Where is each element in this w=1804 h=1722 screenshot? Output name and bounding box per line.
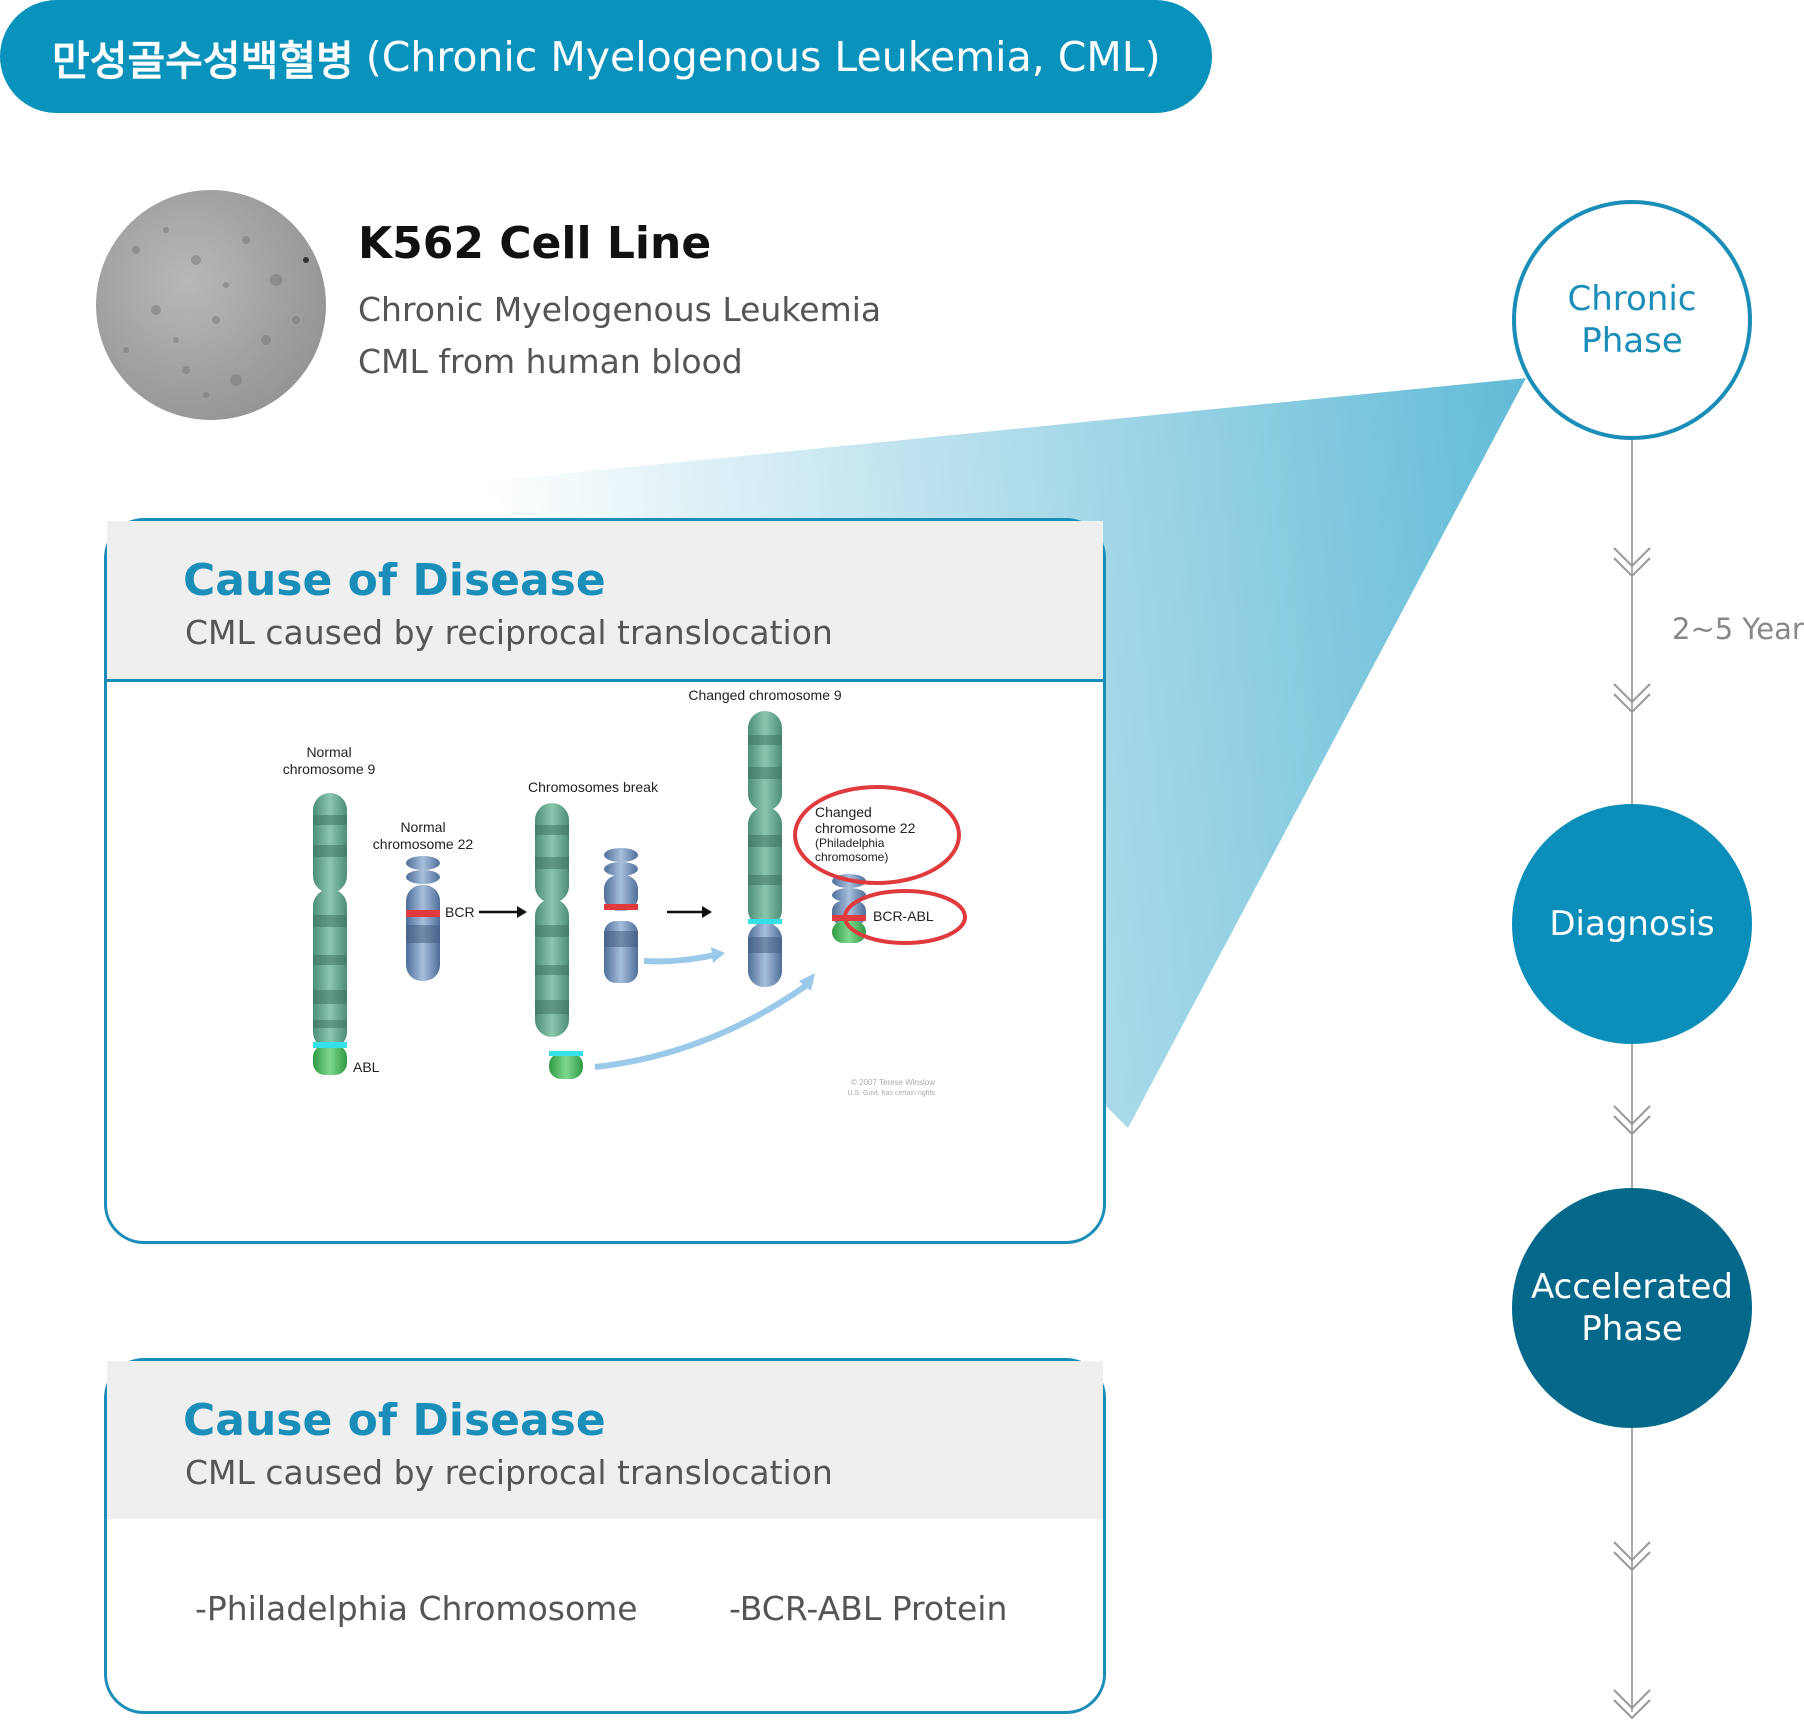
phase-accelerated-circle: Accelerated Phase — [1512, 1188, 1752, 1428]
chevron-down-icons — [1613, 547, 1651, 1720]
header-title-english: (Chronic Myelogenous Leukemia, CML) — [365, 32, 1161, 81]
phase-accelerated-line2: Phase — [1581, 1309, 1683, 1349]
broken-chromosome-9 — [535, 803, 583, 1079]
duration-label: 2~5 Year — [1672, 612, 1804, 646]
card-subtitle: CML caused by reciprocal translocation — [185, 1453, 833, 1492]
phase-accelerated-line1: Accelerated — [1531, 1267, 1733, 1307]
cause-card-diagram: Cause of Disease CML caused by reciproca… — [104, 518, 1106, 1244]
normal-chromosome-9 — [313, 793, 347, 1075]
label-normal-22-line2: chromosome 22 — [373, 836, 474, 852]
normal-chromosome-22 — [406, 856, 440, 981]
card-title: Cause of Disease — [183, 1395, 606, 1446]
label-changed-9: Changed chromosome 9 — [688, 687, 842, 703]
phase-chronic-line1: Chronic — [1567, 279, 1697, 319]
label-normal-22-line1: Normal — [400, 819, 445, 835]
card-header: Cause of Disease CML caused by reciproca… — [107, 1361, 1103, 1519]
changed-chromosome-9 — [748, 711, 782, 987]
broken-chromosome-22 — [604, 848, 638, 983]
header-title-korean: 만성골수성백혈병 — [52, 36, 354, 85]
label-changed-22-line1: Changed — [815, 804, 872, 820]
cell-line-title: K562 Cell Line — [358, 218, 712, 269]
label-abl: ABL — [353, 1059, 380, 1075]
label-bcr-abl: BCR-ABL — [873, 908, 934, 924]
cell-micrograph-image — [96, 190, 326, 420]
label-changed-22-line3: (Philadelphia — [815, 836, 885, 850]
cell-line-description: Chronic Myelogenous Leukemia — [358, 290, 882, 329]
phase-chronic-line2: Phase — [1581, 321, 1683, 361]
highlight-circle-bcr-abl — [843, 889, 967, 945]
card-subtitle: CML caused by reciprocal translocation — [185, 613, 833, 652]
credit-line2: U.S. Govt. has certain rights — [847, 1090, 935, 1097]
card-header: Cause of Disease CML caused by reciproca… — [107, 521, 1103, 682]
label-changed-22-line2: chromosome 22 — [815, 820, 916, 836]
card-title: Cause of Disease — [183, 555, 606, 606]
cause-card-summary: Cause of Disease CML caused by reciproca… — [104, 1358, 1106, 1714]
phase-chronic-circle: Chronic Phase — [1512, 200, 1752, 440]
cell-line-source: CML from human blood — [358, 342, 743, 381]
phase-diagnosis-circle: Diagnosis — [1512, 804, 1752, 1044]
label-chromosomes-break: Chromosomes break — [528, 779, 659, 795]
bullet-bcr-abl: -BCR-ABL Protein — [729, 1589, 1008, 1628]
credit-line1: © 2007 Terese Winslow — [851, 1078, 935, 1087]
label-bcr: BCR — [445, 904, 475, 920]
label-normal-9-line2: chromosome 9 — [283, 761, 376, 777]
label-changed-22-line4: chromosome) — [815, 850, 888, 864]
page-header: 만성골수성백혈병 (Chronic Myelogenous Leukemia, … — [0, 0, 1212, 113]
bullet-philadelphia: -Philadelphia Chromosome — [195, 1589, 638, 1628]
phase-diagnosis-label: Diagnosis — [1549, 904, 1715, 944]
translocation-diagram: Normal chromosome 9 ABL Normal chromosom… — [283, 687, 967, 1097]
highlight-circle-philadelphia — [793, 785, 961, 885]
label-normal-9-line1: Normal — [306, 744, 351, 760]
